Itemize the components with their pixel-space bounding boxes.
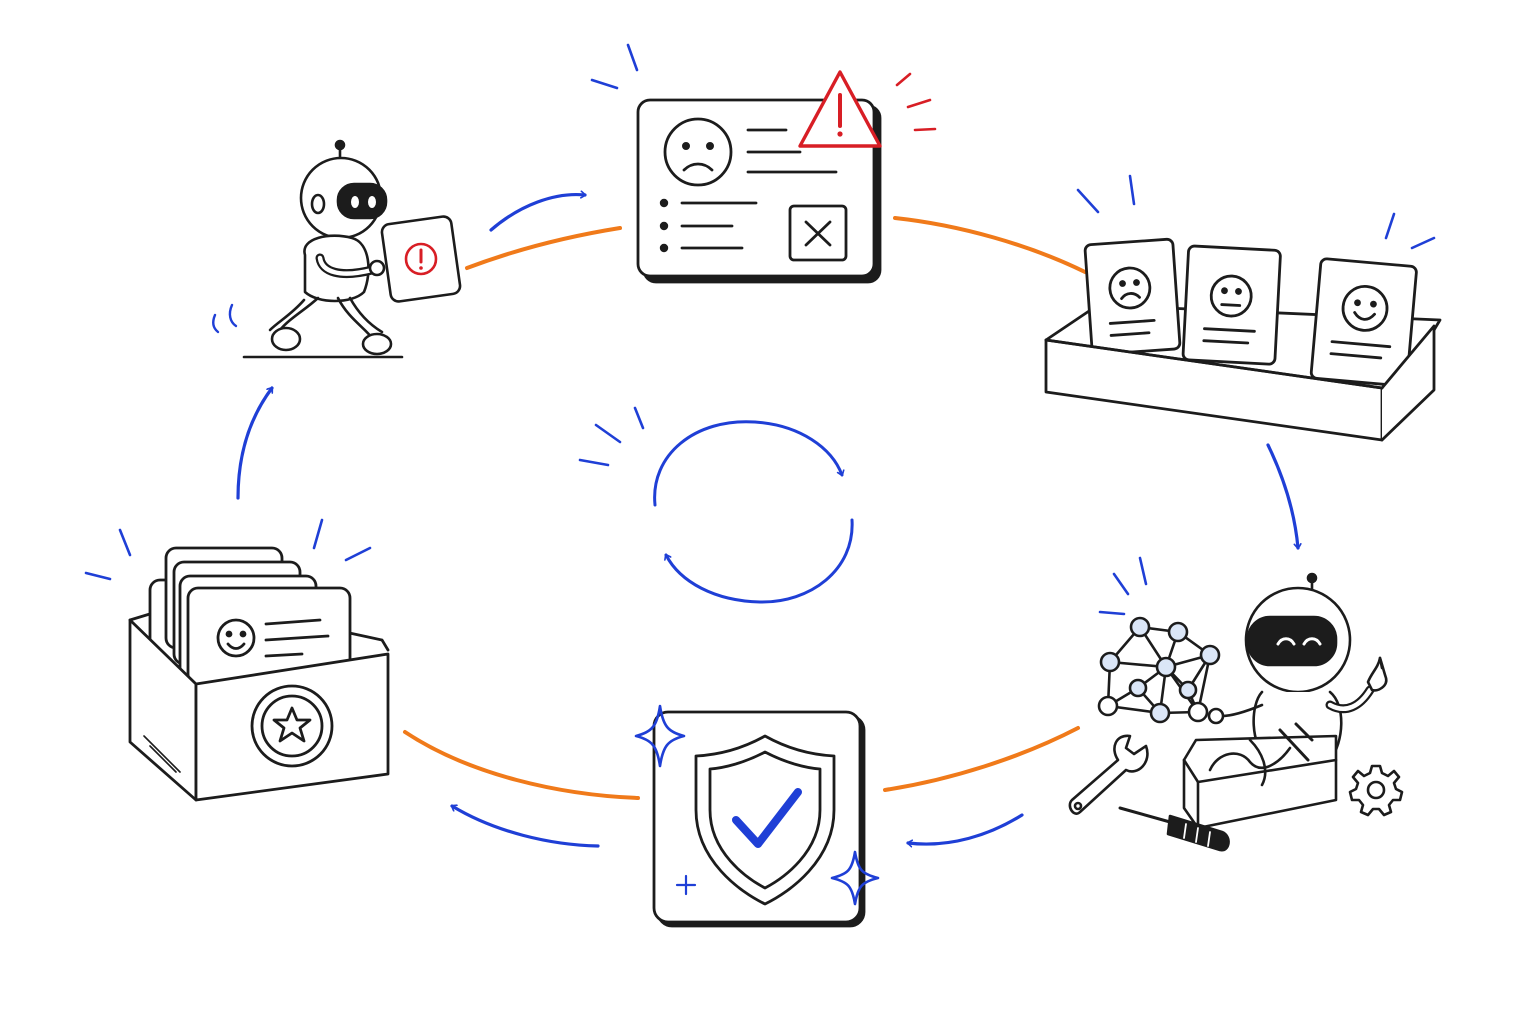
flow-arrow-to-box [450,804,600,848]
starred-file-box-icon [84,518,390,802]
network-graph-icon [1097,616,1221,724]
wrench-icon [1068,734,1149,815]
connector-shield-to-box [403,730,640,800]
refresh-cycle-icon [578,406,854,604]
flow-arrow-to-shield [906,813,1024,844]
screwdriver-icon [1118,806,1230,852]
flow-arrow-to-window [489,195,587,232]
orange-connectors [403,216,1087,800]
connector-repair-to-shield [883,726,1080,792]
robot-walking-with-alert-card-icon [212,139,462,359]
stage-icon-name: robot-walking-with-alert-card-icon [0,0,1,1]
connector-window-to-tray [893,216,1087,274]
shield-checkmark-icon [634,704,880,928]
error-report-window-icon [590,43,937,284]
gear-icon [1348,764,1404,817]
blue-flow-arrows [236,195,1298,848]
feedback-cards-tray-icon [1044,174,1442,442]
flow-arrow-to-robot [236,386,274,500]
refresh-sparkle-lines [578,406,645,467]
connector-robot-to-window [465,226,622,270]
robot-repair-toolkit-icon [1068,556,1404,852]
flow-arrow-to-repair [1266,443,1298,550]
